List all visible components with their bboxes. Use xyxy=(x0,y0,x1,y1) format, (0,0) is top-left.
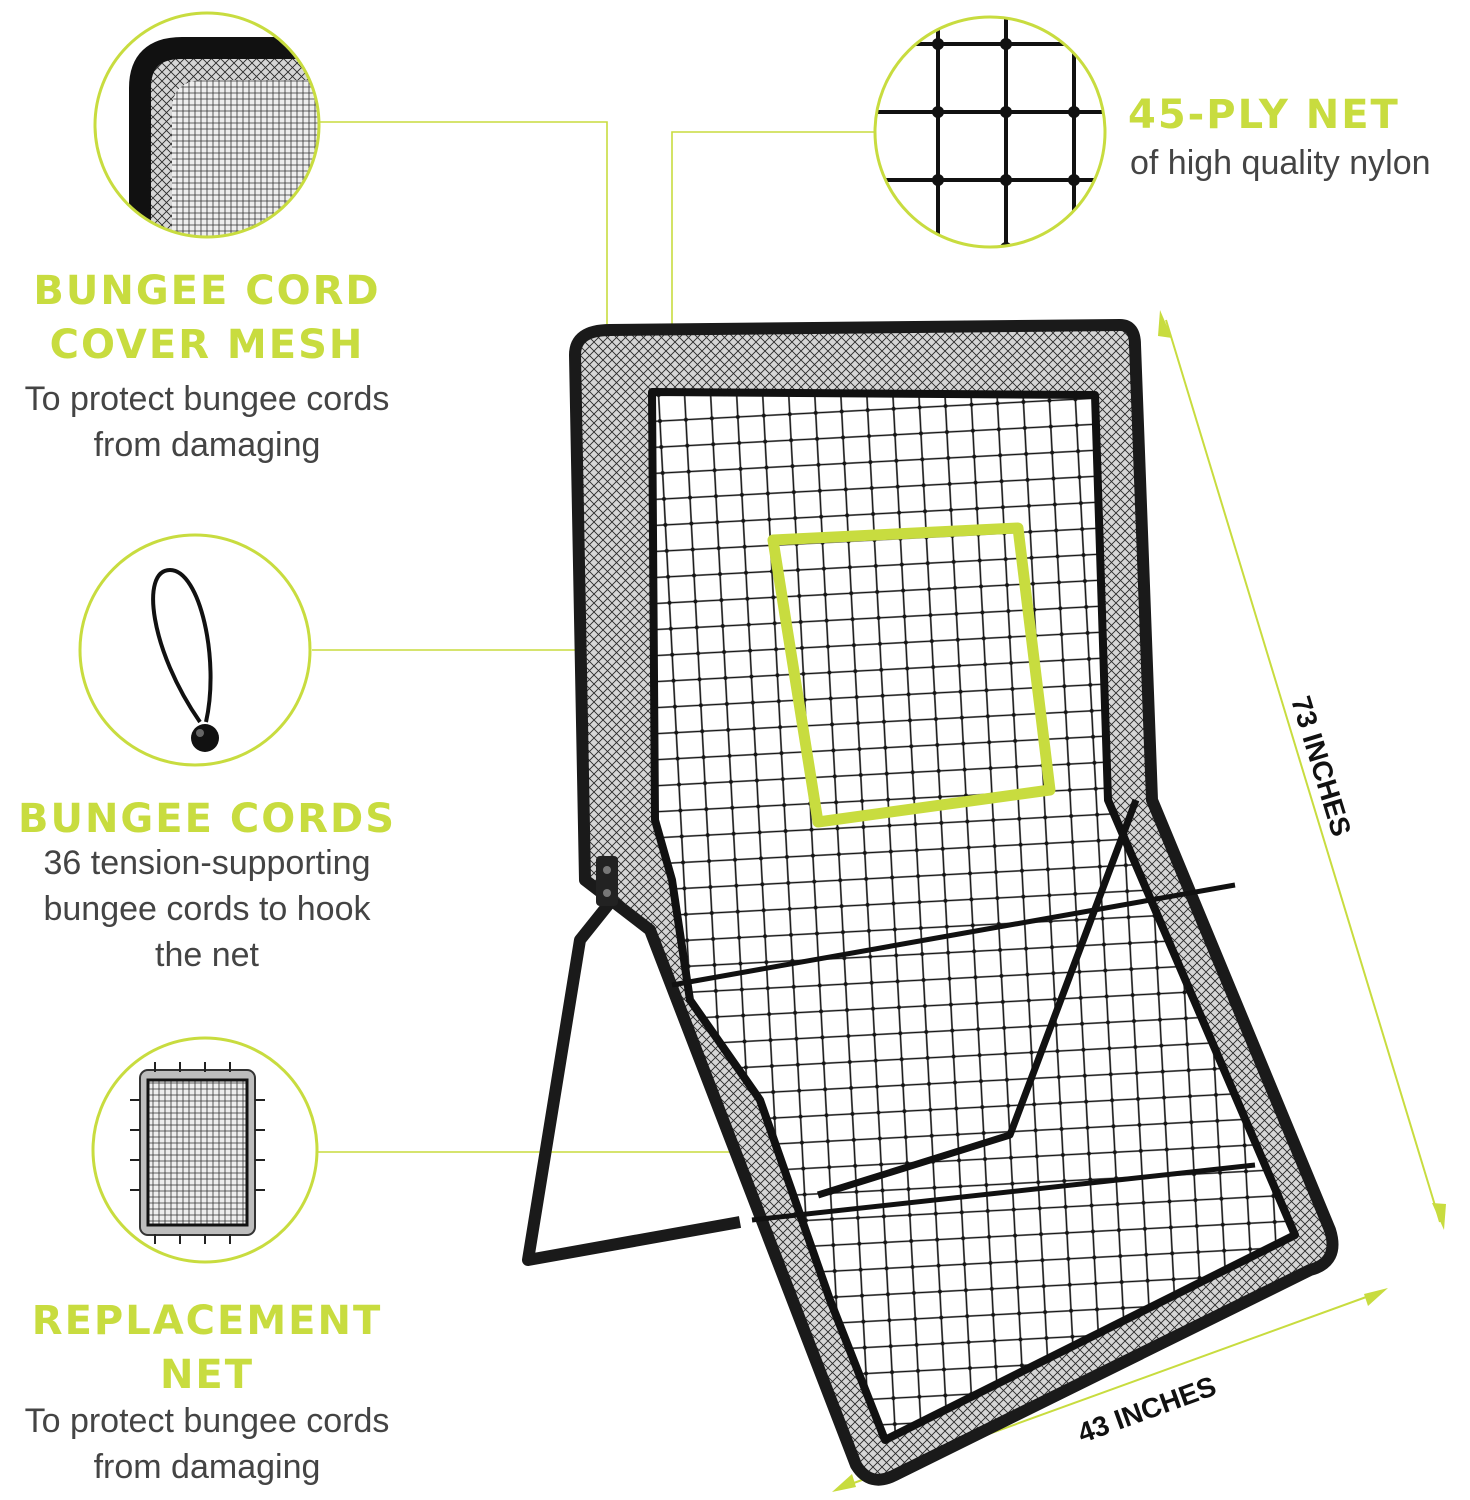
bungee-cords-title: BUNGEE CORDS xyxy=(0,792,414,846)
bungee-cover-title-line-1: BUNGEE CORD xyxy=(33,268,381,314)
replacement-net-title: REPLACEMENT NET xyxy=(0,1294,414,1402)
replacement-net-desc-line-2: from damaging xyxy=(93,1448,321,1486)
leader-cover-mesh xyxy=(318,121,608,355)
bungee-cover-title-line-2: COVER MESH xyxy=(49,322,365,368)
bungee-cord-icon xyxy=(78,533,312,767)
leader-bungee-cords xyxy=(312,649,609,758)
replacement-net-photo xyxy=(91,1036,319,1264)
bungee-cover-desc-line-2: from damaging xyxy=(93,426,321,464)
hinge-bracket xyxy=(596,856,618,906)
bungee-cover-description: To protect bungee cords from damaging xyxy=(0,376,414,468)
bungee-cover-title: BUNGEE CORD COVER MESH xyxy=(0,264,414,372)
ply-net-title: 45-PLY NET xyxy=(1128,92,1400,138)
ply-net-photo xyxy=(873,15,1107,249)
bungee-cords-desc-line-3: the net xyxy=(155,936,259,974)
support-bar-1 xyxy=(671,882,1236,988)
rebounder-net xyxy=(522,319,1339,1486)
bungee-cord-photo xyxy=(78,533,312,767)
bungee-cords-title-line-1: BUNGEE CORDS xyxy=(17,796,397,842)
back-leg xyxy=(522,876,742,1266)
bungee-cover-photo xyxy=(93,11,321,239)
bungee-cover-icon xyxy=(93,11,321,239)
support-bar-2 xyxy=(751,1162,1256,1223)
net-mesh-icon xyxy=(873,15,1107,249)
bungee-cover-desc-line-1: To protect bungee cords xyxy=(24,380,390,418)
ply-net-description: of high quality nylon xyxy=(1130,144,1431,182)
target-square xyxy=(767,522,1056,828)
height-dimension-arrow xyxy=(1158,310,1446,1230)
bungee-cords-desc-line-2: bungee cords to hook xyxy=(43,890,371,928)
bungee-cords-desc-line-1: 36 tension-supporting xyxy=(43,844,371,882)
replacement-net-title-line-2: NET xyxy=(159,1352,255,1398)
replacement-net-icon xyxy=(91,1036,319,1264)
replacement-net-description: To protect bungee cords from damaging xyxy=(0,1398,414,1490)
leader-ply-net xyxy=(671,131,878,410)
replacement-net-desc-line-1: To protect bungee cords xyxy=(24,1402,390,1440)
replacement-net-title-line-1: REPLACEMENT xyxy=(31,1298,383,1344)
rear-stand xyxy=(816,798,1140,1199)
bungee-cords-description: 36 tension-supporting bungee cords to ho… xyxy=(0,840,414,978)
